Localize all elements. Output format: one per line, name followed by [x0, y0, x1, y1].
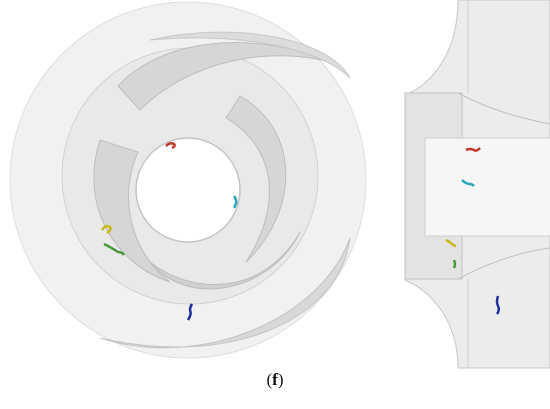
- side-curve-top: [457, 92, 550, 125]
- caption-open: (: [266, 370, 273, 389]
- side-curve-bottom: [457, 247, 550, 280]
- side-trace-cyan: [461, 179, 475, 187]
- front-view: [9, 1, 367, 359]
- blade-bottom: [149, 231, 301, 290]
- hub-eye: [135, 137, 241, 243]
- trace-yellow: [100, 224, 112, 235]
- trace-green: [103, 242, 126, 256]
- side-trace-blue: [495, 295, 501, 315]
- trace-cyan: [232, 195, 238, 209]
- blade-outer-top: [149, 31, 351, 79]
- caption-close: ): [277, 370, 284, 389]
- side-bore: [424, 137, 550, 237]
- trace-red: [165, 142, 176, 150]
- trace-blue: [186, 303, 194, 321]
- side-trace-red: [465, 147, 481, 152]
- side-trace-green: [452, 259, 457, 269]
- caption-letter: f: [272, 370, 278, 389]
- blade-left: [93, 139, 171, 283]
- figure-caption: (f): [0, 370, 550, 390]
- blade-right: [225, 95, 287, 263]
- blade-outer-bottom: [99, 237, 351, 349]
- side-view: [404, 0, 550, 369]
- side-trace-yellow: [445, 238, 457, 248]
